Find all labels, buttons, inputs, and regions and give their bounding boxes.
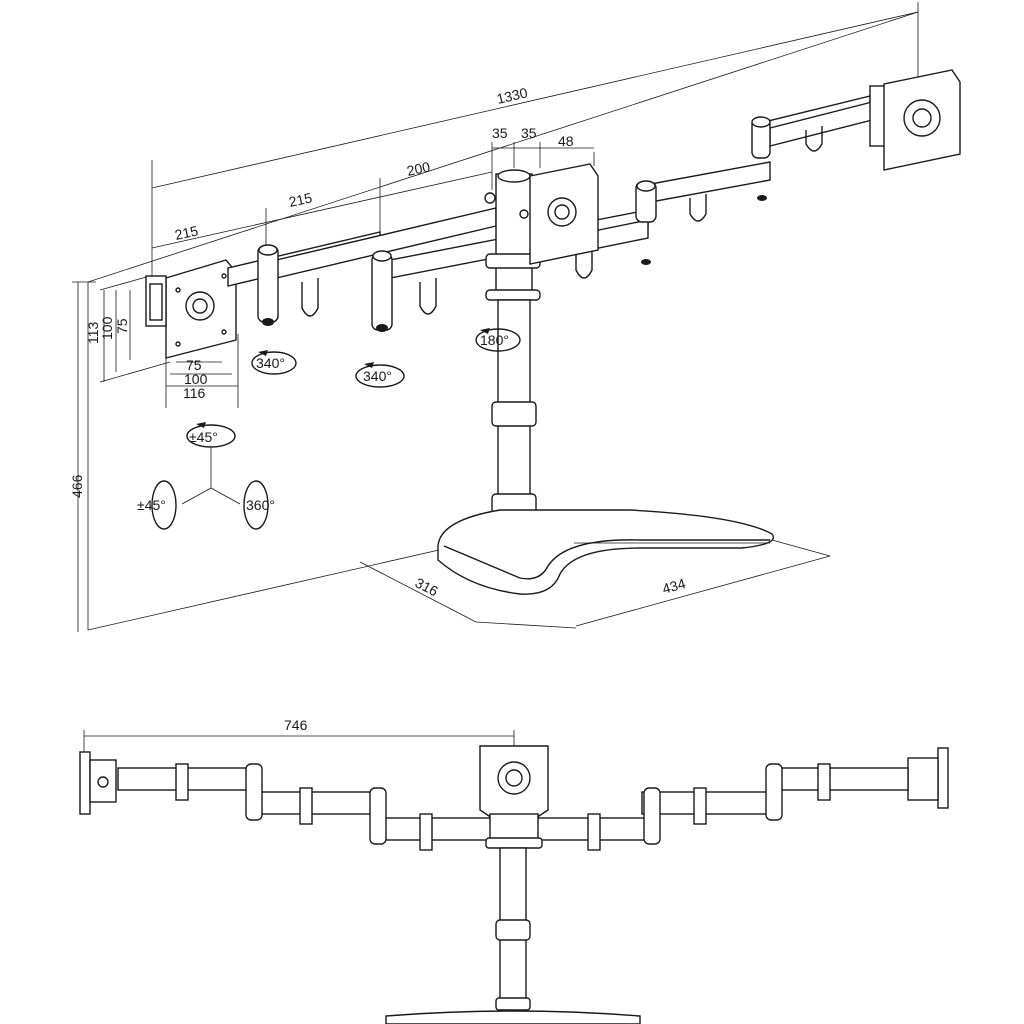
dimension-base: 316 434: [359, 539, 831, 629]
label-215-outer: 215: [173, 222, 199, 243]
base-perspective: [437, 509, 774, 595]
center-plate-top: [479, 745, 549, 849]
label-316: 316: [413, 574, 441, 599]
label-tilt-left: ±45°: [137, 497, 166, 513]
label-48: 48: [558, 133, 574, 149]
label-75v: 75: [114, 318, 130, 334]
label-746: 746: [284, 717, 308, 733]
dimension-arms: 215 215 200: [151, 158, 493, 256]
label-35b: 35: [521, 125, 537, 141]
vesa-plate-right: [869, 69, 961, 171]
left-plate-edge: [79, 751, 91, 815]
label-75h: 75: [186, 357, 202, 373]
arms-top: [117, 763, 909, 851]
center-clamp: [484, 163, 599, 301]
label-100h: 100: [184, 371, 208, 387]
tilt-indicators: ±45° ±45° 360°: [137, 422, 275, 530]
right-tilt-head: [907, 757, 939, 801]
dimension-466: 466: [69, 281, 96, 632]
label-340a: 340°: [256, 355, 285, 371]
label-466: 466: [69, 474, 85, 498]
perspective-view: 1330 215 215 200 35 35 48 466: [69, 2, 961, 632]
label-tilt-top: ±45°: [189, 429, 218, 445]
label-100v: 100: [99, 316, 115, 340]
label-434: 434: [660, 575, 687, 597]
left-tilt-head: [89, 759, 117, 803]
label-1330: 1330: [495, 84, 529, 107]
dimension-1330: 1330: [151, 2, 919, 290]
label-35a: 35: [492, 125, 508, 141]
vesa-plate-left: [145, 259, 237, 359]
dimension-vesa: 113 100 75 75 100 116: [85, 275, 239, 408]
pole-top: [385, 847, 641, 1024]
label-200: 200: [405, 158, 431, 179]
rotation-indicators: 340° 340° 180°: [251, 328, 521, 388]
top-view: 746: [79, 717, 949, 1024]
wall-outline: [87, 11, 919, 631]
dimension-clamp: 35 35 48: [491, 125, 595, 190]
right-plate-edge: [937, 747, 949, 809]
label-116h: 116: [183, 385, 206, 401]
label-180: 180°: [480, 332, 509, 348]
label-113: 113: [85, 321, 101, 344]
label-215-inner: 215: [287, 189, 313, 210]
label-tilt-right: 360°: [246, 497, 275, 513]
label-340b: 340°: [363, 368, 392, 384]
pole-perspective: [491, 299, 537, 517]
